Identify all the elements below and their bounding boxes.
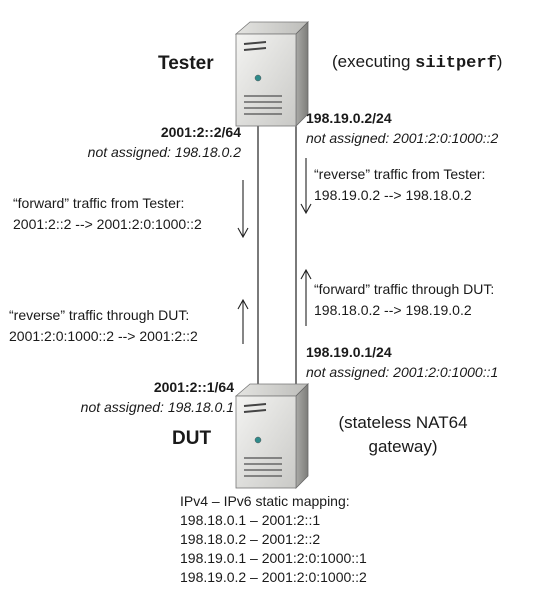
dut-server-icon [234, 383, 309, 489]
dut-desc-line2: gateway) [368, 437, 438, 456]
tester-exec-note: (executing siitperf) [332, 52, 502, 74]
tester-label: Tester [158, 53, 214, 74]
mapping-row: 198.18.0.1 – 2001:2::1 [180, 512, 321, 528]
tester-left-if-addr: 2001:2::2/64 [160, 124, 241, 140]
reverse-tester-line1: “reverse” traffic from Tester: [314, 166, 486, 182]
dut-label: DUT [172, 428, 212, 449]
static-mapping-block: IPv4 – IPv6 static mapping: 198.18.0.1 –… [180, 493, 367, 586]
dut-right-if-note: not assigned: 2001:2:0:1000::1 [306, 364, 499, 380]
forward-tester-line2: 2001:2::2 --> 2001:2:0:1000::2 [13, 216, 202, 232]
dut-right-if-addr: 198.19.0.1/24 [306, 344, 392, 360]
reverse-dut-line1: “reverse” traffic through DUT: [9, 307, 190, 323]
tester-exec-prefix: (executing [332, 52, 416, 71]
mapping-row: 198.18.0.2 – 2001:2::2 [180, 531, 321, 547]
tester-exec-cmd: siitperf [415, 54, 497, 73]
tester-left-if-note: not assigned: 198.18.0.2 [87, 144, 241, 160]
forward-dut-line2: 198.18.0.2 --> 198.19.0.2 [314, 302, 472, 318]
mapping-row: 198.19.0.2 – 2001:2:0:1000::2 [180, 569, 367, 585]
arrow-reverse-tester [300, 158, 312, 215]
reverse-dut-line2: 2001:2:0:1000::2 --> 2001:2::2 [9, 328, 198, 344]
tester-right-if-addr: 198.19.0.2/24 [306, 110, 392, 126]
mapping-title: IPv4 – IPv6 static mapping: [180, 493, 350, 509]
arrow-forward-tester [237, 180, 249, 239]
arrow-reverse-dut [237, 298, 249, 344]
tester-right-if-note: not assigned: 2001:2:0:1000::2 [306, 130, 499, 146]
arrow-forward-dut [300, 268, 312, 326]
dut-left-if-note: not assigned: 198.18.0.1 [80, 399, 234, 415]
forward-dut-line1: “forward” traffic through DUT: [314, 281, 495, 297]
forward-tester-line1: “forward” traffic from Tester: [13, 195, 185, 211]
dut-desc-line1: (stateless NAT64 [338, 413, 468, 432]
reverse-tester-line2: 198.19.0.2 --> 198.18.0.2 [314, 187, 472, 203]
mapping-row: 198.19.0.1 – 2001:2:0:1000::1 [180, 550, 367, 566]
tester-exec-suffix: ) [496, 52, 503, 71]
tester-server-icon [234, 21, 309, 127]
dut-left-if-addr: 2001:2::1/64 [153, 379, 234, 395]
